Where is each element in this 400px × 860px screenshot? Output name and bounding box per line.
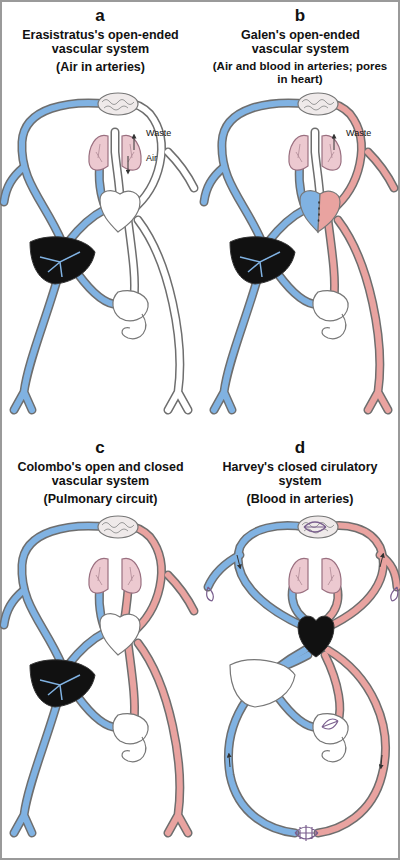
liver [230, 237, 295, 284]
galen-illustration [204, 93, 394, 410]
heart [100, 614, 140, 655]
waste-arrow [134, 136, 135, 150]
flow-arrow [229, 755, 230, 767]
arm-capillaries [207, 587, 398, 601]
panel-title: Galen's open-ended vascular system [218, 28, 383, 57]
liver [230, 660, 295, 707]
lungs [289, 558, 341, 593]
panel-letter: c [50, 438, 150, 458]
airway [115, 132, 120, 200]
waste-arrow [334, 136, 335, 150]
panel-subtitle: (Air and blood in arteries; pores in hea… [207, 60, 393, 86]
panel-subtitle: (Air in arteries) [8, 60, 193, 74]
heart [100, 191, 140, 232]
flow-label: Waste [146, 128, 196, 138]
airway-outline [315, 132, 320, 200]
heart-pores [318, 202, 320, 221]
heart [298, 616, 334, 657]
panel-title: Harvey's closed cirulatory system [220, 460, 380, 489]
erasistratus-illustration [4, 93, 194, 410]
stomach [113, 714, 148, 762]
lungs [89, 558, 141, 593]
colombo-illustration [4, 516, 194, 833]
limb-capillaries [295, 825, 318, 841]
panel-title: Colombo's open and closed vascular syste… [8, 460, 193, 489]
air-arrow [128, 156, 129, 172]
flow-arrow [381, 755, 382, 767]
panel-title: Erasistratus's open-ended vascular syste… [8, 28, 193, 57]
heart-left-side [318, 191, 340, 232]
panel-letter: b [250, 6, 350, 26]
airway [315, 132, 320, 200]
lungs [289, 135, 341, 170]
lungs [89, 135, 141, 170]
flow-label: Waste [346, 128, 396, 138]
stomach [313, 291, 348, 339]
flow-arrow [380, 555, 383, 567]
liver [30, 237, 95, 284]
flow-label: Air [146, 153, 186, 163]
brain-capillaries [304, 522, 326, 532]
gut-capillaries [322, 719, 338, 729]
airway-outline [115, 132, 120, 200]
brain [98, 516, 138, 538]
flow-arrow [237, 555, 240, 567]
stomach [313, 714, 348, 762]
panel-letter: d [250, 438, 350, 458]
panel-subtitle: (Pulmonary circuit) [8, 492, 193, 506]
brain [98, 93, 138, 115]
liver [30, 660, 95, 707]
harvey-illustration [207, 516, 398, 841]
panel-letter: a [50, 6, 150, 26]
stomach [113, 291, 148, 339]
heart-right-side [300, 191, 320, 232]
panel-subtitle: (Blood in arteries) [210, 492, 390, 506]
brain [298, 516, 338, 538]
brain [298, 93, 338, 115]
